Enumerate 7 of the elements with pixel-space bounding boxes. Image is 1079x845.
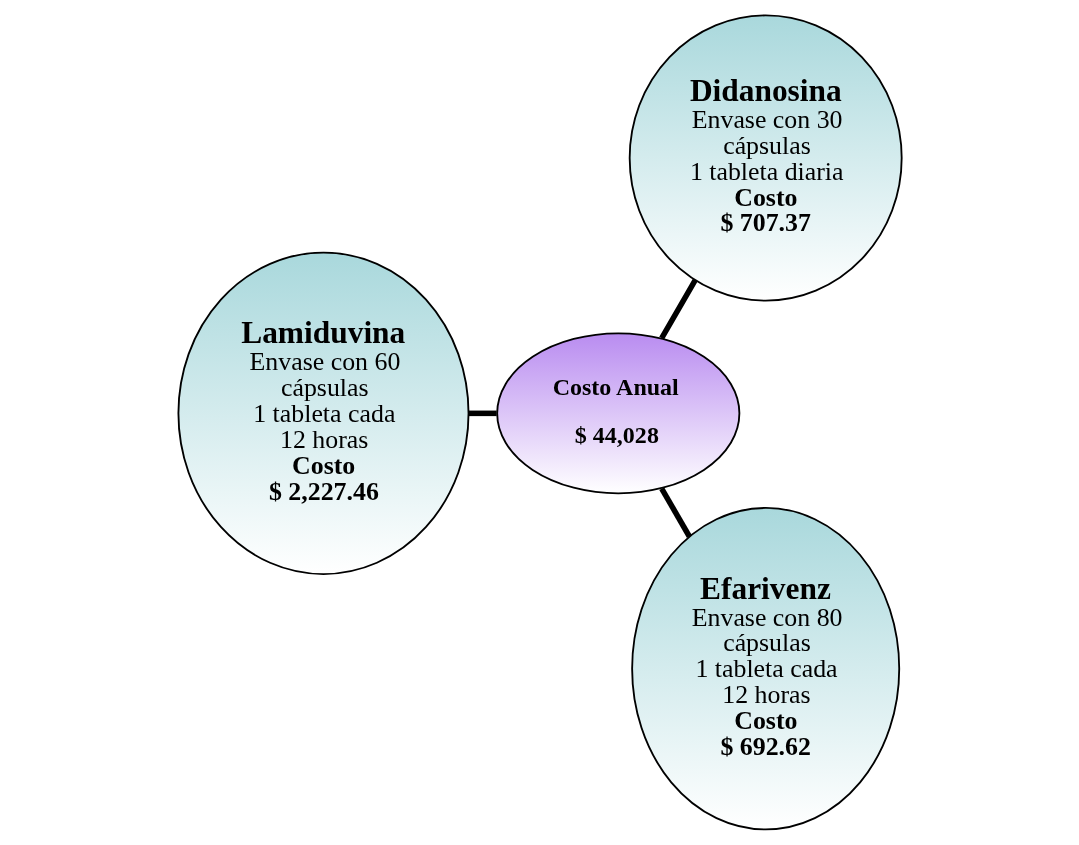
connector [658,487,692,538]
node-ellipse: Efarivenz Envase con 80 cápsulas 1 tableta cada 12 horas Costo $ 692.62 [630,507,900,831]
node-ellipse: Costo Anual $ 44,028 [495,332,740,495]
node-circle: Didanosina Envase con 30 cápsulas 1 tableta diaria Costo $ 707.37 [628,14,903,302]
connector [468,410,497,417]
node-circle: Lamiduvina Envase con 60 cápsulas 1 tableta cada 12 horas Costo $ 2,227.46 [177,251,469,575]
connector [658,278,698,340]
